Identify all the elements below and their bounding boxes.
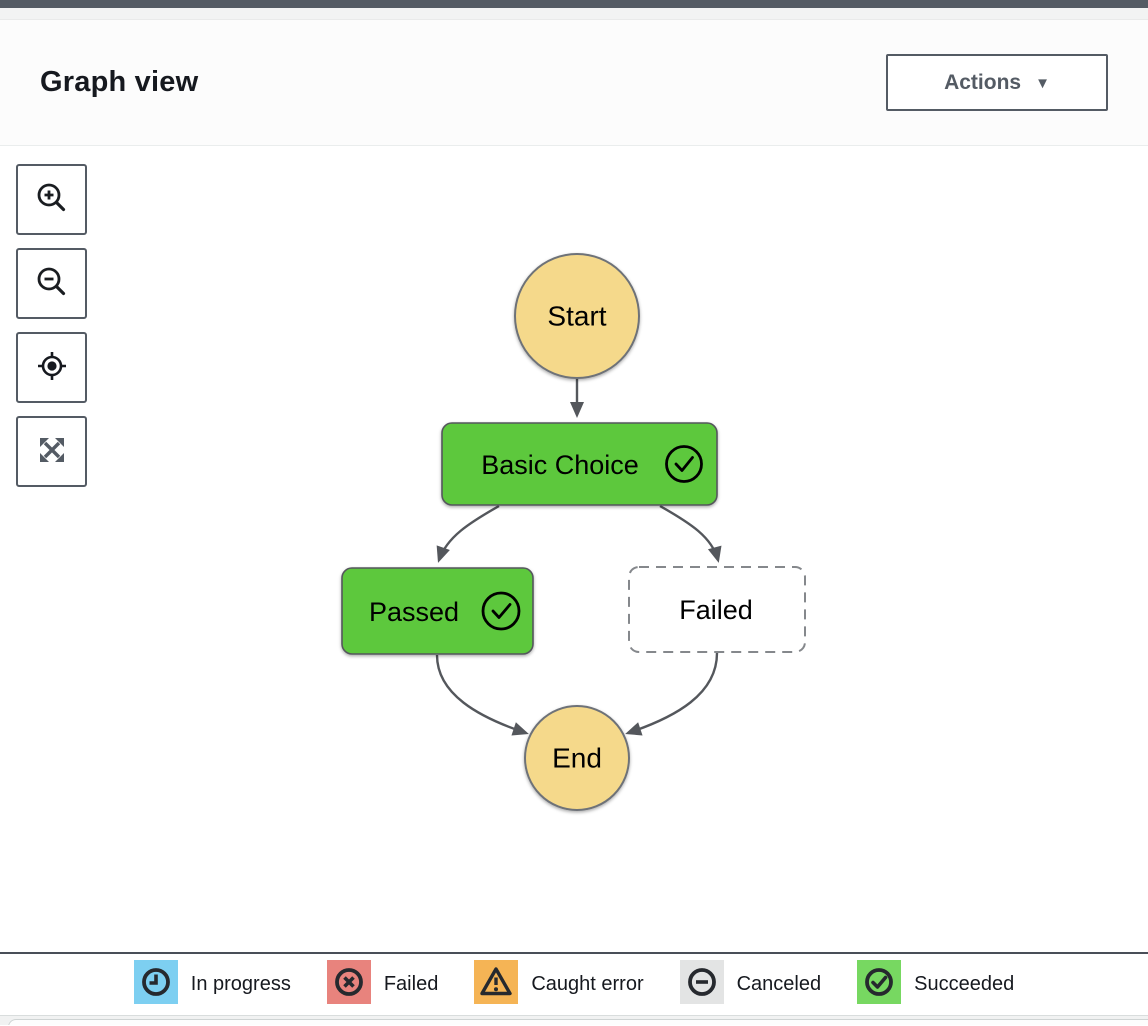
edge-passed-to-end xyxy=(435,654,529,736)
actions-button-label: Actions xyxy=(944,70,1022,94)
legend-label: Failed xyxy=(383,973,439,995)
succeeded-check-icon xyxy=(665,445,703,483)
node-end[interactable]: End xyxy=(524,705,630,811)
circle-x-icon xyxy=(326,960,371,1009)
edge-basic-choice-to-passed xyxy=(436,504,500,563)
zoom-in-button[interactable] xyxy=(16,164,87,235)
succeeded-check-icon xyxy=(481,591,521,631)
node-passed[interactable]: Passed xyxy=(341,567,534,655)
circle-minus-icon xyxy=(679,960,724,1009)
legend-label: Caught error xyxy=(531,973,644,995)
crosshair-target-icon xyxy=(34,348,70,387)
fit-to-view-button[interactable] xyxy=(16,416,87,487)
legend-item-succeeded: Succeeded xyxy=(857,960,1014,1009)
legend-item-canceled: Canceled xyxy=(679,960,822,1009)
legend-bottom-divider xyxy=(0,1015,1148,1016)
node-basic-choice[interactable]: Basic Choice xyxy=(441,422,718,506)
passed-box[interactable] xyxy=(341,567,534,655)
node-failed[interactable]: Failed xyxy=(628,566,806,653)
legend-item-caught-error: Caught error xyxy=(474,960,644,1009)
page-bottom-strip xyxy=(0,1016,1148,1025)
graph-canvas[interactable]: Start Basic Choice Passed Failed xyxy=(0,146,1148,952)
zoom-in-icon xyxy=(34,180,70,219)
page-title: Graph view xyxy=(40,66,199,98)
graph-edges xyxy=(435,379,722,736)
page-background-strip xyxy=(0,8,1148,20)
zoom-out-icon xyxy=(34,264,70,303)
legend-label: Succeeded xyxy=(914,973,1015,995)
edge-failed-to-end xyxy=(625,652,719,736)
failed-box[interactable] xyxy=(628,566,806,653)
edge-basic-choice-to-failed xyxy=(659,504,722,563)
circle-check-icon xyxy=(857,960,902,1009)
clock-icon xyxy=(133,960,178,1009)
top-dark-bar xyxy=(0,0,1148,8)
end-circle[interactable] xyxy=(524,705,630,811)
legend-item-failed: Failed xyxy=(326,960,439,1009)
chevron-down-icon: ▼ xyxy=(1035,75,1050,92)
graph-panel-header: Graph view Actions ▼ xyxy=(0,20,1148,146)
basic-choice-label: Basic Choice xyxy=(481,450,639,480)
basic-choice-box[interactable] xyxy=(441,422,718,506)
legend-item-in-progress: In progress xyxy=(133,960,291,1009)
start-label: Start xyxy=(547,301,606,332)
legend-label: In progress xyxy=(190,973,291,995)
workflow-graph: Start Basic Choice Passed Failed xyxy=(341,253,806,811)
legend-top-divider xyxy=(0,952,1148,954)
passed-label: Passed xyxy=(369,597,459,627)
next-panel-edge xyxy=(8,1019,1148,1025)
zoom-toolbar xyxy=(16,164,87,487)
end-label: End xyxy=(552,743,602,774)
warning-triangle-icon xyxy=(474,960,519,1009)
actions-button[interactable]: Actions ▼ xyxy=(886,54,1108,111)
node-start[interactable]: Start xyxy=(514,253,640,379)
failed-label: Failed xyxy=(679,595,753,625)
legend-label: Canceled xyxy=(736,973,822,995)
center-view-button[interactable] xyxy=(16,332,87,403)
expand-arrows-icon xyxy=(35,433,69,470)
start-circle[interactable] xyxy=(514,253,640,379)
zoom-out-button[interactable] xyxy=(16,248,87,319)
status-legend: In progress Failed Caught error xyxy=(0,954,1148,1015)
